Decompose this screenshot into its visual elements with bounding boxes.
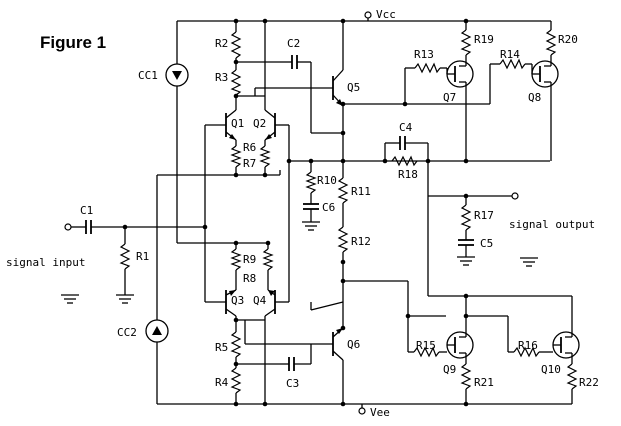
r14-resistor [490, 58, 533, 74]
q5-transistor [254, 21, 344, 107]
label-cc1: CC1 [138, 69, 158, 82]
label-r2: R2 [215, 37, 228, 50]
signal-output-terminal [511, 192, 519, 200]
r3-resistor [230, 69, 242, 110]
output-ground-symbol [520, 257, 538, 267]
label-r20: R20 [558, 33, 578, 46]
signal-input-label: signal input [6, 256, 85, 269]
q4-transistor [264, 289, 289, 317]
vcc-label: Vcc [376, 8, 396, 21]
r17-resistor [460, 196, 472, 240]
label-r17: R17 [474, 209, 494, 222]
figure-title: Figure 1 [40, 33, 106, 52]
label-q1: Q1 [231, 117, 244, 130]
r1-resistor [116, 227, 134, 304]
label-r12: R12 [351, 235, 371, 248]
r15-resistor [408, 346, 447, 358]
r4-resistor [230, 367, 242, 404]
signal-output-label: signal output [509, 218, 595, 231]
label-c3: C3 [286, 377, 299, 390]
r6-resistor [230, 140, 242, 175]
label-q10: Q10 [541, 363, 561, 376]
q6-q3-link [310, 301, 344, 311]
q3-transistor [205, 289, 237, 317]
label-q8: Q8 [528, 91, 541, 104]
q1-transistor [205, 109, 237, 141]
label-r11: R11 [351, 185, 371, 198]
label-c6: C6 [322, 201, 335, 214]
r22-resistor [566, 363, 578, 404]
r7-resistor [259, 140, 271, 175]
label-q3: Q3 [231, 294, 244, 307]
label-r10: R10 [317, 174, 337, 187]
label-r3: R3 [215, 71, 228, 84]
r5-resistor [230, 316, 242, 368]
label-q4: Q4 [253, 294, 267, 307]
c3-capacitor [280, 344, 312, 371]
label-r16: R16 [518, 339, 538, 352]
r18-resistor [391, 155, 418, 167]
junction-dots [122, 18, 469, 407]
label-r7: R7 [243, 157, 256, 170]
label-r19: R19 [474, 33, 494, 46]
label-c1: C1 [80, 204, 93, 217]
label-r15: R15 [416, 339, 436, 352]
q9-transistor [446, 296, 474, 364]
label-r4: R4 [215, 376, 229, 389]
input-ground-symbol [61, 294, 79, 304]
c4-capacitor [384, 136, 429, 161]
label-q9: Q9 [443, 363, 456, 376]
r19-resistor [460, 21, 472, 62]
r20-resistor [545, 21, 557, 62]
label-c5: C5 [480, 237, 493, 250]
label-q6: Q6 [347, 338, 360, 351]
c5-capacitor [457, 239, 475, 266]
label-r14: R14 [500, 48, 520, 61]
r12-resistor [337, 226, 349, 328]
r11-resistor [337, 177, 349, 227]
r8-resistor [262, 243, 274, 290]
label-q5: Q5 [347, 81, 360, 94]
q6-transistor [244, 320, 344, 404]
label-r1: R1 [136, 250, 149, 263]
q2-transistor [264, 109, 290, 302]
label-c2: C2 [287, 37, 300, 50]
signal-input-terminal [64, 223, 86, 231]
label-r5: R5 [215, 341, 228, 354]
label-q7: Q7 [443, 91, 456, 104]
label-q2: Q2 [253, 117, 266, 130]
label-r21: R21 [474, 376, 494, 389]
c1-capacitor [85, 220, 205, 234]
vee-label: Vee [370, 406, 390, 419]
label-cc2: CC2 [117, 326, 137, 339]
r9-resistor [230, 243, 242, 290]
cc1-current-source [165, 21, 268, 244]
r16-resistor [508, 346, 553, 358]
q7-transistor [446, 60, 474, 161]
vcc-rail [177, 11, 551, 22]
r10-resistor [305, 161, 317, 204]
r13-resistor [405, 62, 448, 74]
r21-resistor [460, 363, 472, 404]
label-r18: R18 [398, 168, 418, 181]
c6-capacitor [302, 203, 320, 231]
label-r6: R6 [243, 141, 256, 154]
label-c4: C4 [399, 121, 413, 134]
label-r22: R22 [579, 376, 599, 389]
cc2-current-source [145, 175, 169, 404]
vee-rail [157, 403, 572, 415]
q8-transistor [531, 60, 559, 161]
label-r13: R13 [414, 48, 434, 61]
label-r9: R9 [243, 253, 256, 266]
c2-capacitor [280, 55, 312, 88]
q10-transistor [552, 296, 580, 364]
label-r8: R8 [243, 272, 256, 285]
